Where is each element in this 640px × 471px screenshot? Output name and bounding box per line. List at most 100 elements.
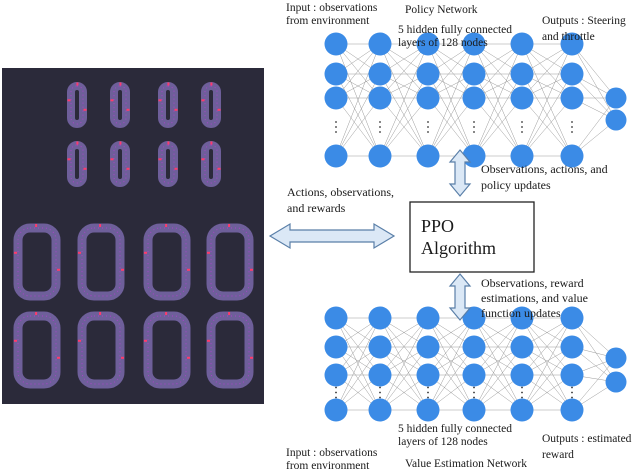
hidden-node — [368, 363, 392, 387]
large-race-track — [77, 311, 125, 389]
connection-line — [427, 73, 475, 157]
car-marker — [35, 224, 38, 227]
policy-hidden-label-line-1: 5 hidden fully connected — [398, 24, 512, 36]
hidden-node — [510, 32, 534, 56]
value-input-label-line-2: from environment — [286, 460, 370, 471]
car-marker — [14, 339, 17, 342]
car-marker — [57, 356, 60, 359]
car-marker — [121, 356, 124, 359]
value-arrow-label-line-2: estimations, and value — [481, 291, 588, 305]
large-race-track — [77, 223, 125, 301]
ellipsis-dot — [427, 121, 429, 123]
connection-line — [427, 43, 475, 99]
car-marker — [119, 82, 122, 86]
track-road — [77, 311, 125, 389]
policy-output-label-line-1: Outputs : Steering — [542, 15, 626, 27]
connection-line — [335, 317, 381, 376]
track-road — [143, 223, 191, 301]
hidden-node — [416, 86, 440, 110]
connection-line — [379, 97, 429, 157]
ellipsis-dot — [427, 126, 429, 128]
connection-line — [379, 317, 429, 376]
hidden-node — [560, 335, 584, 359]
hidden-node — [462, 32, 486, 56]
hidden-node — [416, 306, 440, 330]
hidden-node — [560, 62, 584, 86]
large-race-track — [206, 311, 254, 389]
value-network-title: Value Estimation Network — [405, 458, 527, 470]
car-marker — [228, 224, 231, 227]
track-lane-marks — [161, 85, 175, 125]
simulation-environment-panel — [2, 68, 264, 404]
large-race-track — [13, 223, 61, 301]
car-marker — [119, 141, 122, 145]
value-hidden-label-line-1: 5 hidden fully connected — [398, 423, 512, 435]
hidden-node — [560, 144, 584, 168]
car-marker — [174, 167, 178, 170]
car-marker — [165, 312, 168, 315]
small-race-track — [67, 141, 87, 187]
value-ppo-double-arrow — [448, 273, 472, 321]
connection-line — [473, 317, 523, 411]
hidden-node — [462, 62, 486, 86]
ellipsis-dot — [335, 396, 337, 399]
connection-line — [427, 317, 475, 376]
hidden-node — [462, 86, 486, 110]
ellipsis-dot — [379, 126, 381, 128]
connection-line — [379, 346, 429, 411]
car-marker — [158, 158, 162, 161]
connection-line — [521, 43, 573, 99]
hidden-node — [560, 306, 584, 330]
hidden-node — [510, 306, 534, 330]
connection-line — [335, 73, 381, 157]
car-marker — [144, 251, 147, 254]
car-marker — [187, 356, 190, 359]
car-marker — [76, 141, 79, 145]
hidden-node — [462, 306, 486, 330]
connection-line — [571, 317, 617, 383]
car-marker — [83, 167, 87, 170]
hidden-node — [416, 398, 440, 422]
small-race-track — [201, 82, 221, 128]
ellipsis-dot — [473, 121, 475, 123]
hidden-node — [510, 86, 534, 110]
connection-line — [427, 317, 475, 411]
car-marker — [250, 268, 253, 271]
ellipsis-dot — [473, 391, 475, 394]
track-road — [77, 223, 125, 301]
car-marker — [78, 339, 81, 342]
ellipsis-dot — [521, 121, 523, 123]
ellipsis-dot — [335, 391, 337, 394]
hidden-node — [510, 144, 534, 168]
car-marker — [99, 312, 102, 315]
output-node — [605, 371, 627, 393]
hidden-node — [416, 363, 440, 387]
car-marker — [110, 158, 114, 161]
ellipsis-dot — [335, 126, 337, 128]
track-road — [143, 311, 191, 389]
connection-line — [379, 43, 429, 157]
env-ppo-double-arrow — [268, 222, 396, 250]
connection-line — [473, 346, 523, 411]
car-marker — [144, 339, 147, 342]
env-arrow-label-line-1: Actions, observations, — [287, 185, 394, 199]
car-marker — [67, 158, 71, 161]
ellipsis-dot — [521, 131, 523, 133]
track-road — [13, 223, 61, 301]
car-marker — [110, 99, 114, 102]
car-marker — [35, 312, 38, 315]
track-lane-marks — [70, 85, 84, 125]
input-node — [324, 398, 348, 422]
input-node — [324, 86, 348, 110]
ellipsis-dot — [571, 131, 573, 133]
connection-line — [427, 97, 475, 157]
network-nodes — [324, 306, 627, 422]
hidden-node — [368, 32, 392, 56]
ppo-algorithm-box — [409, 201, 535, 273]
input-node — [324, 335, 348, 359]
car-marker — [167, 141, 170, 145]
car-marker — [76, 82, 79, 86]
output-node — [605, 87, 627, 109]
